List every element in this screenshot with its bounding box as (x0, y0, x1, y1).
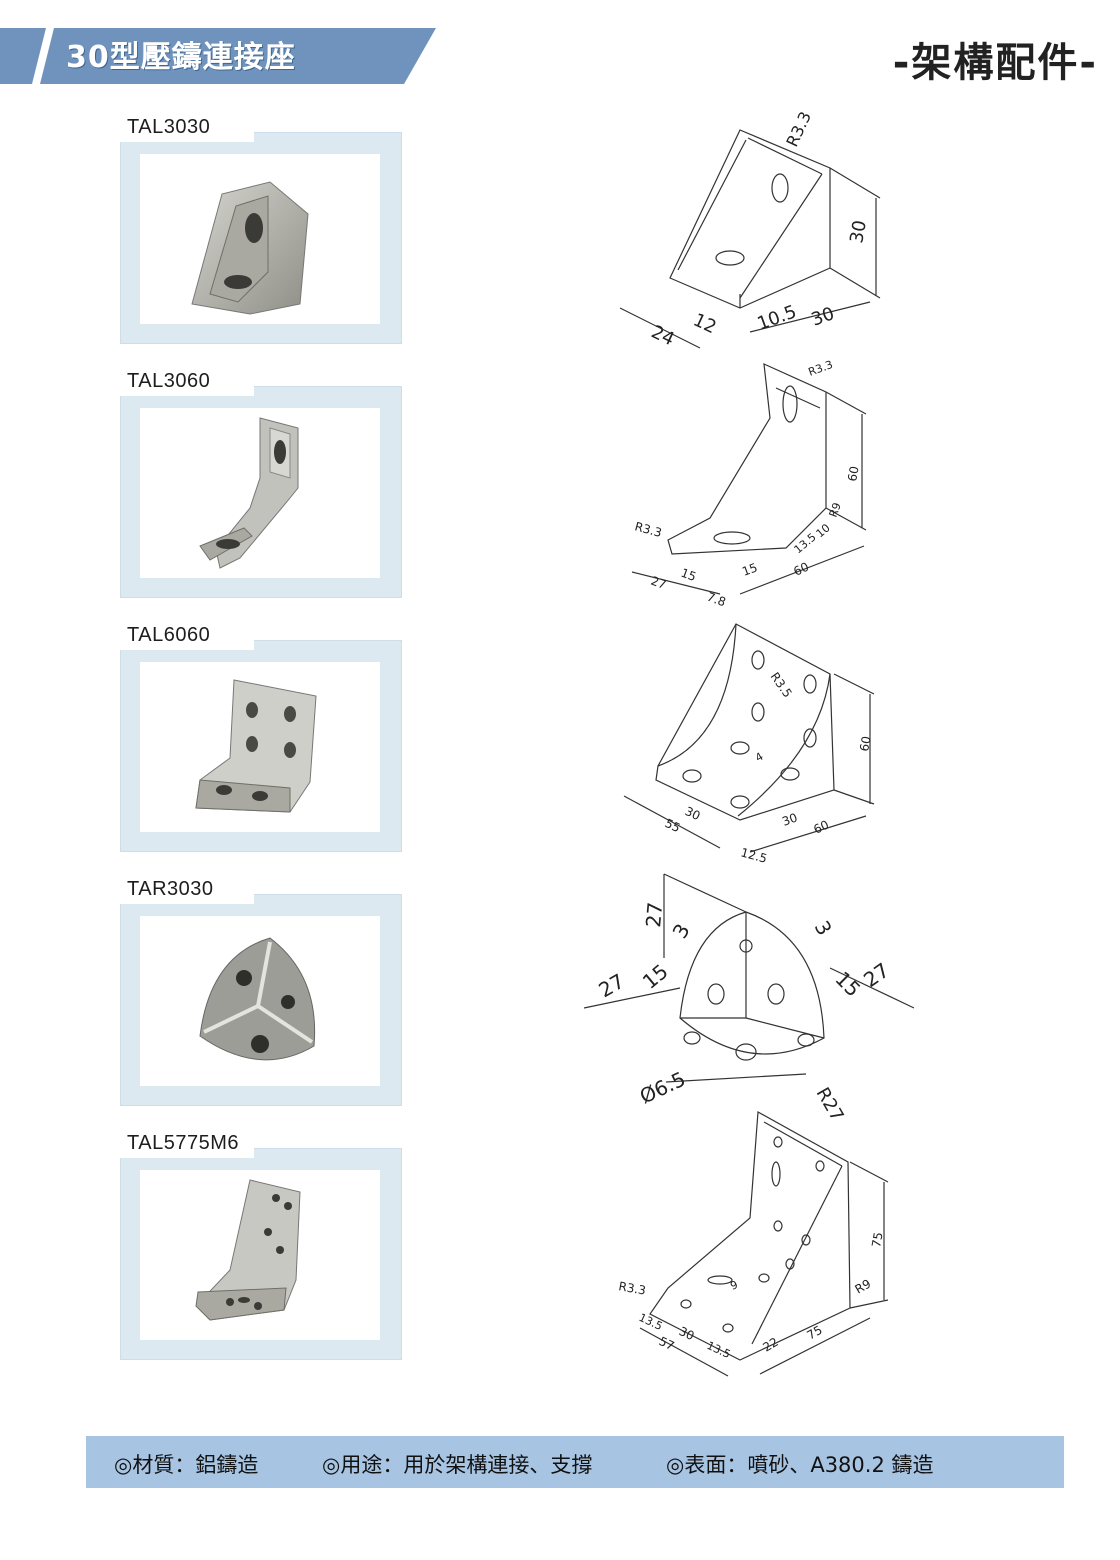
header-banner (0, 28, 438, 84)
dim-label: 27 (595, 969, 629, 1003)
product-photo (195, 1179, 301, 1321)
dim-label: 27 (641, 901, 667, 928)
dim-label: 15 (638, 959, 673, 994)
product-name: TAL3030 (127, 116, 211, 138)
product-name: TAL6060 (127, 624, 211, 646)
dim-label: Ø6.5 (636, 1067, 689, 1109)
specs-footer-bar: ◎材質：鋁鑄造 ◎用途：用於架構連接、支撐 ◎表面：噴砂、A380.2 鑄造 (86, 1436, 1064, 1488)
dim-label: 7.8 (705, 590, 728, 608)
category-title: -架構配件- (892, 40, 1098, 86)
dim-label: 30 (809, 303, 838, 331)
product-name: TAR3030 (127, 878, 214, 900)
dim-label: 13.5 (705, 1339, 733, 1361)
dim-label: 27 (859, 958, 894, 992)
dim-label: 12.5 (739, 845, 768, 865)
dim-label: 24 (648, 321, 678, 350)
dim-label: 3 (668, 919, 695, 942)
product-card-tal6060: TAL6060 (120, 622, 402, 852)
product-photo (195, 679, 317, 813)
spec-material: ◎材質：鋁鑄造 (114, 1453, 259, 1477)
dim-label: 60 (857, 735, 873, 752)
dim-label: 15 (679, 566, 698, 584)
dim-label: R3.3 (633, 519, 663, 540)
page-title: 30型壓鑄連接座 (66, 40, 296, 75)
product-card-tar3030: TAR3030 (120, 876, 402, 1106)
dim-label: 30 (683, 804, 703, 823)
product-name: TAL5775M6 (127, 1132, 239, 1154)
technical-drawing-tar3030: 27 3 3 27 15 15 27 Ø6.5 R27 (583, 873, 915, 1118)
dim-label: 57 (657, 1334, 677, 1353)
product-photo (191, 181, 309, 315)
dim-label: 9 (729, 1278, 740, 1293)
dim-label: R9 (853, 1276, 874, 1296)
dim-label: 13.5 (637, 1311, 665, 1333)
dim-label: R9 (827, 501, 844, 519)
technical-drawing-tal3030: 30 R3.3 24 12 10.5 30 (619, 109, 881, 350)
dim-label: 30 (780, 810, 799, 828)
technical-drawing-tal5775m6: 75 R9 R3.3 9 13.5 30 57 13.5 22 75 (617, 1111, 889, 1377)
product-photo (199, 937, 316, 1061)
dim-label: 75 (805, 1323, 825, 1343)
dim-label: 15 (740, 560, 759, 578)
dim-label: 10.5 (755, 301, 800, 334)
product-photo (199, 417, 299, 569)
dim-label: R3.3 (782, 109, 815, 150)
dim-label: 27 (649, 574, 668, 592)
dim-label: 10 (814, 521, 833, 540)
dim-label: 60 (811, 818, 831, 837)
dim-label: R3.3 (617, 1279, 646, 1298)
dim-label: 55 (663, 816, 683, 835)
dim-label: 60 (845, 465, 861, 482)
dim-label: 4 (753, 750, 766, 765)
dim-label: 13.5 (792, 531, 819, 557)
dim-label: 60 (791, 560, 811, 579)
dim-label: 3 (810, 917, 837, 940)
technical-drawing-tal6060: R3.5 60 4 30 30 55 60 12.5 (623, 623, 875, 866)
spec-surface: ◎表面：噴砂、A380.2 鑄造 (666, 1453, 934, 1477)
product-card-tal3060: TAL3060 (120, 368, 402, 598)
product-card-tal3030: TAL3030 (120, 114, 402, 344)
dim-label: 22 (761, 1335, 781, 1355)
dim-label: 12 (690, 309, 720, 338)
dim-label: R3.3 (807, 358, 835, 379)
spec-usage: ◎用途：用於架構連接、支撐 (322, 1453, 593, 1477)
product-card-tal5775m6: TAL5775M6 (120, 1130, 402, 1360)
dim-label: R3.5 (768, 670, 795, 700)
dim-label: 75 (869, 1231, 885, 1248)
dim-label: 30 (846, 219, 871, 245)
technical-drawing-tal3060: R3.3 60 R9 R3.3 13.5 10 27 15 15 7.8 60 (631, 358, 867, 608)
dim-label: 30 (677, 1324, 697, 1343)
product-name: TAL3060 (127, 370, 211, 392)
